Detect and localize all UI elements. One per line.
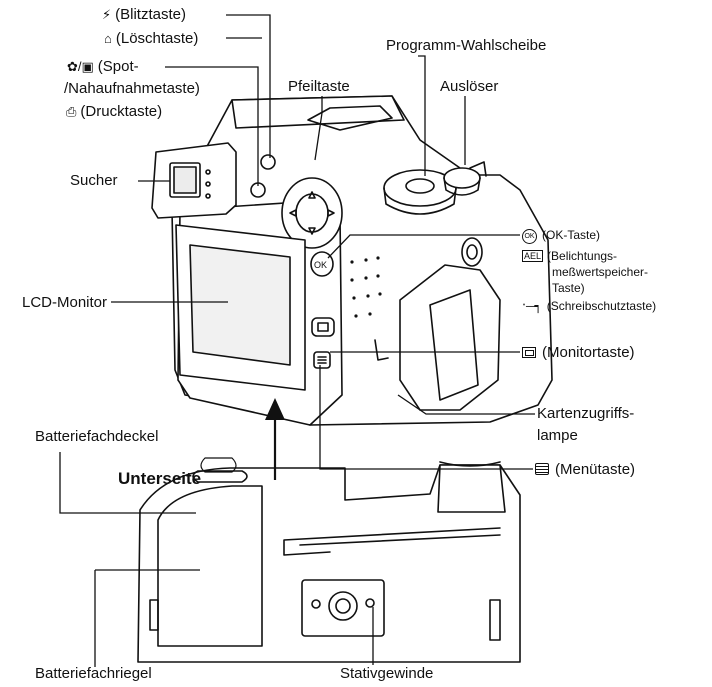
ael-label-line3: Taste)	[552, 281, 585, 295]
shutter-button	[443, 167, 481, 189]
flash-button	[260, 154, 276, 170]
arrow-pad	[281, 177, 343, 249]
tripod-plate	[301, 579, 385, 637]
tripod-label: Stativgewinde	[340, 665, 434, 682]
card-lamp-label: Kartenzugriffs-	[537, 405, 635, 422]
ok-button	[310, 251, 334, 277]
monitor-icon	[522, 347, 536, 358]
svg-text:OK: OK	[314, 260, 327, 270]
card-lamp-label-line2: lampe	[537, 427, 578, 444]
flash-label: ⚡︎(Blitztaste)	[102, 6, 186, 23]
shutter-label: Auslöser	[440, 78, 499, 95]
menu-label: (Menütaste)	[535, 461, 635, 479]
spot-label: ✿/▣(Spot-	[67, 58, 139, 75]
viewfinder	[151, 142, 237, 219]
protect-key-icon: ˑ─┑	[522, 299, 542, 313]
spot-label-line2: /Nahaufnahmetaste)	[64, 80, 200, 97]
tripod-socket	[328, 591, 358, 621]
ael-icon: AEL	[522, 250, 544, 262]
lcd-screen	[189, 244, 291, 366]
ael-label: AEL(Belichtungs-	[522, 249, 618, 263]
program-dial-label: Programm-Wahlscheibe	[386, 37, 547, 54]
battery-latch	[192, 470, 248, 483]
lcd-frame	[175, 224, 306, 391]
lcd-label: LCD-Monitor	[22, 294, 108, 311]
erase-icon: ⌂	[104, 31, 112, 46]
arrow-pad-label: Pfeiltaste	[288, 78, 350, 95]
monitor-button	[311, 317, 335, 337]
print-label: ⎙(Drucktaste)	[66, 103, 163, 120]
protect-label: ˑ─┑(Schreibschutztaste)	[522, 299, 657, 313]
ael-label-line2: meßwertspeicher-	[552, 265, 649, 279]
bottom-view	[137, 464, 521, 663]
erase-label: ⌂(Löschtaste)	[104, 30, 199, 47]
battery-cover-label: Batteriefachdeckel	[35, 428, 159, 445]
bottom-title: Unterseite	[118, 469, 202, 488]
viewfinder-label: Sucher	[70, 172, 118, 189]
grip	[399, 264, 501, 411]
ok-icon: OK	[522, 229, 537, 244]
monitor-label: (Monitortaste)	[522, 344, 635, 362]
flash-icon: ⚡︎	[102, 7, 112, 22]
menu-icon	[535, 463, 549, 475]
spot-macro-icon: ✿/▣	[67, 59, 94, 74]
ok-label: OK(OK-Taste)	[522, 228, 600, 244]
battery-latch-label: Batteriefachriegel	[35, 665, 152, 682]
print-icon: ⎙	[66, 104, 77, 119]
